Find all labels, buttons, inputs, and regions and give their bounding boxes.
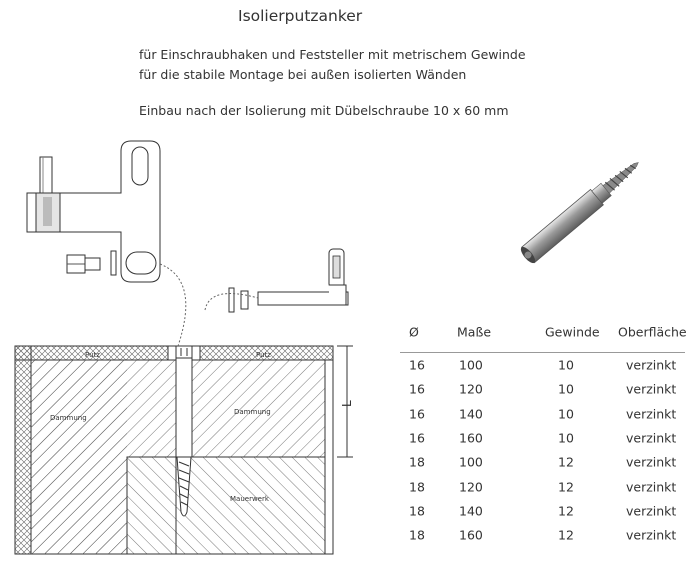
label-putz-right: Putz	[256, 351, 271, 359]
cell-dimensions: 140	[459, 503, 483, 519]
cell-diameter: 16	[409, 406, 425, 422]
table-body: 16 100 10 verzinkt 16 120 10 verzinkt 16…	[400, 353, 685, 547]
cell-diameter: 16	[409, 430, 425, 446]
cell-dimensions: 140	[459, 406, 483, 422]
cell-diameter: 18	[409, 454, 425, 470]
cell-diameter: 16	[409, 381, 425, 397]
table-row: 16 100 10 verzinkt	[400, 353, 685, 377]
cell-thread: 12	[558, 479, 574, 495]
spec-table: Ø Maße Gewinde Oberfläche 16 100 10 verz…	[400, 316, 687, 547]
label-putz-left: Putz	[85, 351, 100, 359]
cell-thread: 12	[558, 527, 574, 543]
table-row: 18 100 12 verzinkt	[400, 450, 685, 474]
cell-surface: verzinkt	[626, 430, 677, 446]
cell-diameter: 16	[409, 357, 425, 373]
table-row: 18 140 12 verzinkt	[400, 499, 685, 523]
cell-diameter: 18	[409, 527, 425, 543]
label-mauerwerk: Mauerwerk	[230, 495, 270, 503]
cell-thread: 12	[558, 454, 574, 470]
cell-surface: verzinkt	[626, 381, 677, 397]
header-surface: Oberfläche	[618, 324, 687, 340]
label-daemmung-right: Dammung	[234, 408, 271, 416]
cell-dimensions: 100	[459, 357, 483, 373]
cell-dimensions: 120	[459, 381, 483, 397]
cell-surface: verzinkt	[626, 357, 677, 373]
cell-thread: 10	[558, 430, 574, 446]
table-row: 18 160 12 verzinkt	[400, 523, 685, 547]
cell-thread: 10	[558, 406, 574, 422]
label-daemmung-left: Dammung	[50, 414, 87, 422]
table-row: 18 120 12 verzinkt	[400, 474, 685, 498]
description-line-1: für Einschraubhaken und Feststeller mit …	[139, 47, 526, 62]
cell-dimensions: 160	[459, 527, 483, 543]
cell-surface: verzinkt	[626, 479, 677, 495]
cell-thread: 10	[558, 357, 574, 373]
hook-drawing	[204, 248, 349, 313]
table-row: 16 120 10 verzinkt	[400, 377, 685, 401]
cell-diameter: 18	[409, 503, 425, 519]
cell-thread: 10	[558, 381, 574, 397]
header-diameter: Ø	[409, 324, 419, 340]
cell-dimensions: 160	[459, 430, 483, 446]
page-title: Isolierputzanker	[238, 7, 363, 25]
cell-surface: verzinkt	[626, 454, 677, 470]
cell-diameter: 18	[409, 479, 425, 495]
bracket-drawing	[26, 140, 187, 347]
header-dimensions: Maße	[457, 324, 492, 340]
table-header: Ø Maße Gewinde Oberfläche	[400, 316, 687, 353]
anchor-product-photo	[520, 162, 639, 264]
wall-section: Putz Putz Dammung Dammung Mauerwerk L	[14, 345, 354, 555]
table-row: 16 140 10 verzinkt	[400, 402, 685, 426]
cell-dimensions: 120	[459, 479, 483, 495]
description-line-3: Einbau nach der Isolierung mit Dübelschr…	[139, 103, 509, 118]
table-row: 16 160 10 verzinkt	[400, 426, 685, 450]
cell-thread: 12	[558, 503, 574, 519]
anchor-sleeve	[175, 345, 193, 458]
cell-surface: verzinkt	[626, 406, 677, 422]
cell-dimensions: 100	[459, 454, 483, 470]
cell-surface: verzinkt	[626, 503, 677, 519]
dimension-label: L	[340, 400, 354, 407]
description-line-2: für die stabile Montage bei außen isolie…	[139, 67, 467, 82]
header-thread: Gewinde	[545, 324, 600, 340]
cell-surface: verzinkt	[626, 527, 677, 543]
dowel-screw	[176, 456, 192, 517]
